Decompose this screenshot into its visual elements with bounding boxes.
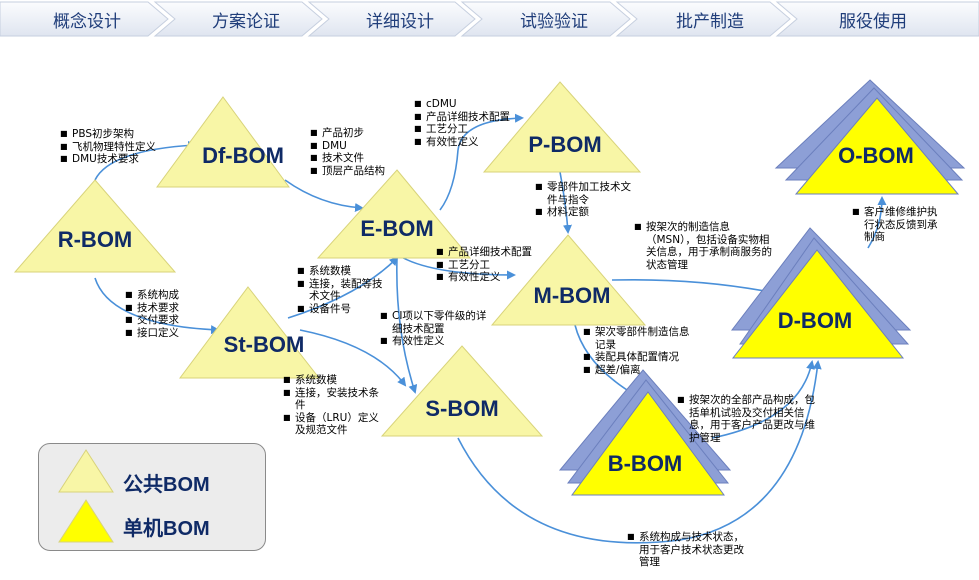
d-bom-stack: [730, 227, 912, 359]
phase-chevron-1: [0, 1, 169, 37]
note-item: 连接，安装技术条件: [283, 387, 383, 412]
legend-common-swatch: [58, 449, 114, 493]
note-item: 产品详细技术配置: [414, 111, 534, 124]
note-item: 系统数模: [297, 265, 392, 278]
s-bom-triangle: [380, 345, 544, 437]
note-item: DMU技术要求: [60, 153, 185, 166]
e-bom-triangle: [316, 169, 472, 259]
phase-chevron-5: [615, 1, 791, 37]
df-bom-label: Df-BOM: [202, 143, 284, 168]
d-bom-label: D-BOM: [778, 308, 853, 333]
note-item: 零部件加工技术文件与指令: [535, 181, 641, 206]
note-e-p: cDMU 产品详细技术配置 工艺分工 有效性定义: [414, 98, 534, 148]
note-item: 顶层产品结构: [310, 165, 405, 178]
note-item: 连接，装配等技术文件: [297, 278, 392, 303]
o-bom-triangle: [794, 97, 960, 195]
o-bom-label: O-BOM: [838, 143, 914, 168]
arrow-m-d: [611, 278, 777, 297]
note-item: 交付要求: [125, 314, 215, 327]
note-item: 工艺分工: [436, 259, 561, 272]
note-item: 接口定义: [125, 327, 215, 340]
phase-chevron-4: [460, 1, 631, 37]
legend-swatches: [58, 449, 114, 543]
s-bom-label: S-BOM: [425, 396, 498, 421]
phase-bar: [0, 1, 979, 37]
phase-label-service: 服役使用: [839, 12, 907, 31]
r-bom-triangle: [13, 179, 177, 273]
note-item: 系统数模: [283, 374, 383, 387]
note-item: 客户维修维护执行状态反馈到承制商: [852, 206, 947, 244]
note-item: 技术文件: [310, 152, 405, 165]
note-item: 装配具体配置情况: [583, 351, 693, 364]
note-item: 按架次的全部产品构成，包括单机试验及交付相关信息，用于客户产品更改与维护管理: [677, 394, 817, 444]
note-item: cDMU: [414, 98, 534, 111]
note-item: 超差/偏离: [583, 364, 693, 377]
phase-label-concept: 概念设计: [53, 12, 121, 31]
arrow-df-e: [284, 179, 364, 212]
note-item: 产品详细技术配置: [436, 246, 561, 259]
m-bom-label: M-BOM: [534, 283, 611, 308]
legend-single-label: 单机BOM: [123, 518, 210, 540]
note-item: 飞机物理特性定义: [60, 141, 185, 154]
note-item: 工艺分工: [414, 123, 534, 136]
note-item: 材料定额: [535, 206, 641, 219]
note-item: 架次零部件制造信息记录: [583, 326, 693, 351]
note-df-e: 产品初步 DMU 技术文件 顶层产品结构: [310, 127, 405, 177]
note-st-e: 系统数模 连接，装配等技术文件 设备件号: [297, 265, 392, 315]
note-item: 产品初步: [310, 127, 405, 140]
b-bom-stack: [558, 369, 732, 496]
note-r-df: PBS初步架构 飞机物理特性定义 DMU技术要求: [60, 128, 185, 166]
note-item: 系统构成与技术状态，用于客户技术状态更改管理: [627, 531, 745, 569]
note-e-m: 产品详细技术配置 工艺分工 有效性定义: [436, 246, 561, 284]
note-item: 设备（LRU）定义及规范文件: [283, 412, 383, 437]
arrow-st-s: [299, 329, 407, 387]
note-item: 有效性定义: [414, 136, 534, 149]
legend-single-swatch: [58, 499, 114, 543]
common-boms: [13, 81, 647, 437]
note-item: DMU: [310, 140, 405, 153]
phase-chevron-3: [307, 1, 476, 37]
legend-common-label: 公共BOM: [123, 474, 210, 496]
note-st-s: 系统数模 连接，安装技术条件 设备（LRU）定义及规范文件: [283, 374, 383, 437]
note-item: 系统构成: [125, 289, 215, 302]
note-p-m: 零部件加工技术文件与指令 材料定额: [535, 181, 641, 219]
note-item: PBS初步架构: [60, 128, 185, 141]
phase-label-scheme: 方案论证: [212, 12, 280, 31]
legend: 公共BOM 单机BOM: [38, 443, 266, 551]
phase-chevron-2: [153, 1, 323, 37]
phase-label-detail: 详细设计: [366, 12, 434, 31]
b-bom-label: B-BOM: [608, 451, 683, 476]
note-r-st: 系统构成 技术要求 交付要求 接口定义: [125, 289, 215, 339]
p-bom-label: P-BOM: [528, 132, 601, 157]
note-m-d: 按架次的制造信息（MSN），包括设备实物相关信息，用于承制商服务的状态管理: [634, 221, 774, 271]
note-s-d: 系统构成与技术状态，用于客户技术状态更改管理: [627, 531, 745, 569]
phase-chevron-6: [775, 1, 979, 37]
note-m-b: 架次零部件制造信息记录 装配具体配置情况 超差/偏离: [583, 326, 693, 376]
note-e-s: CI项以下零件级的详细技术配置 有效性定义: [380, 310, 488, 348]
note-b-d: 按架次的全部产品构成，包括单机试验及交付相关信息，用于客户产品更改与维护管理: [677, 394, 817, 444]
phase-label-production: 批产制造: [676, 12, 744, 31]
d-bom-triangle: [731, 249, 905, 359]
e-bom-label: E-BOM: [360, 216, 433, 241]
note-item: 按架次的制造信息（MSN），包括设备实物相关信息，用于承制商服务的状态管理: [634, 221, 774, 271]
note-item: CI项以下零件级的详细技术配置: [380, 310, 488, 335]
o-bom-stack: [774, 79, 966, 195]
note-item: 有效性定义: [380, 335, 488, 348]
df-bom-triangle: [156, 96, 290, 188]
note-item: 设备件号: [297, 303, 392, 316]
st-bom-label: St-BOM: [224, 332, 305, 357]
note-item: 有效性定义: [436, 271, 561, 284]
r-bom-label: R-BOM: [58, 227, 133, 252]
note-d-o: 客户维修维护执行状态反馈到承制商: [852, 206, 947, 244]
note-item: 技术要求: [125, 302, 215, 315]
phase-label-test: 试验验证: [520, 12, 588, 31]
